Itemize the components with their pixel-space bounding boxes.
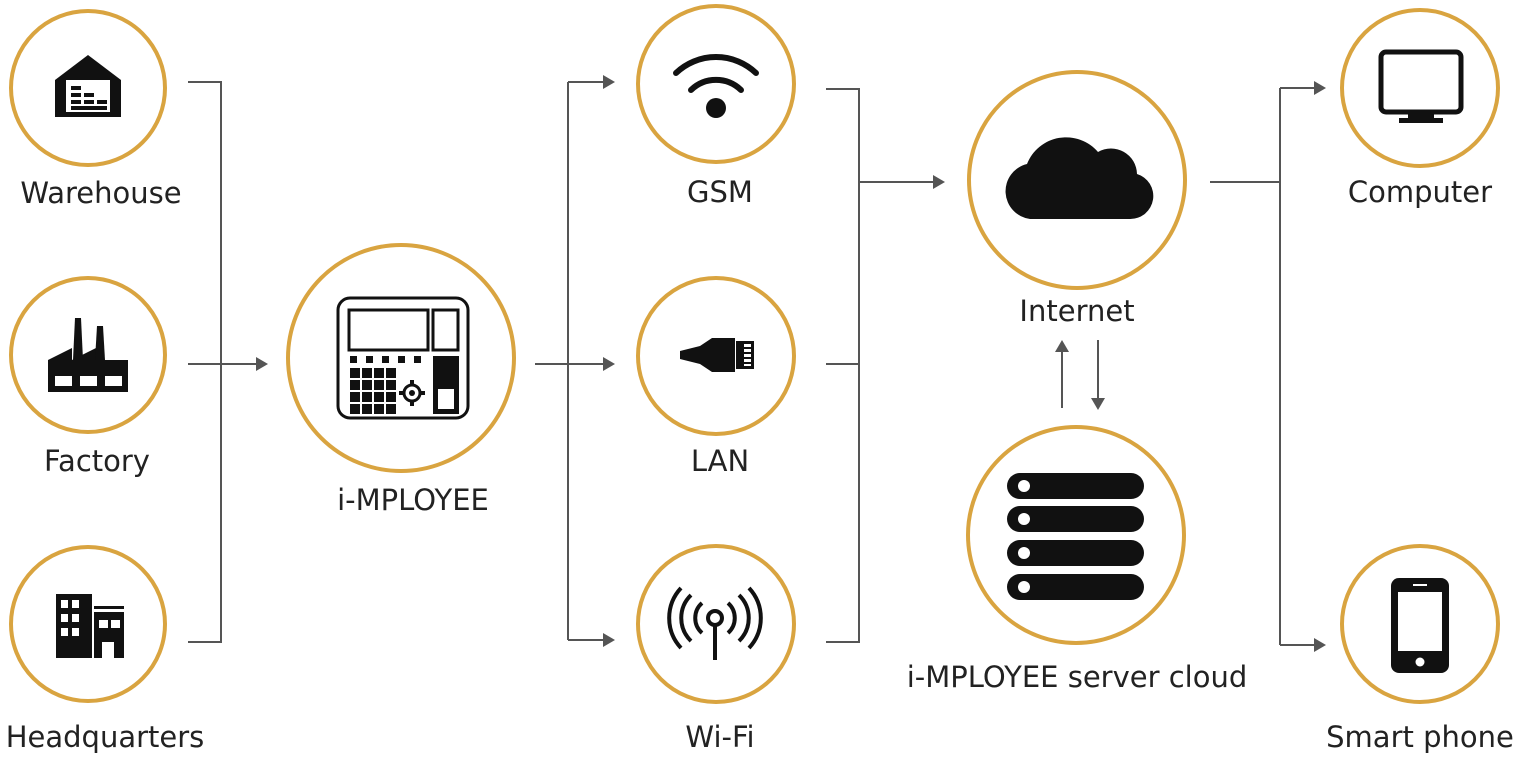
node-gsm: GSM	[636, 4, 796, 209]
connector-sites-bracket	[188, 81, 258, 643]
node-factory: Factory	[9, 276, 167, 478]
arrowhead-up-to-internet	[1055, 340, 1069, 352]
lan-label: LAN	[691, 444, 749, 478]
antenna-icon	[667, 586, 763, 660]
arrowhead-to-gsm	[603, 75, 615, 89]
node-phone: Smart phone	[1326, 544, 1514, 754]
ethernet-plug-icon	[680, 338, 754, 372]
server-stack-icon	[1007, 473, 1144, 600]
gsm-label: GSM	[687, 175, 753, 209]
factory-icon	[48, 318, 128, 392]
arrowhead-down-to-server	[1091, 398, 1105, 410]
node-device: i-MPLOYEE	[286, 243, 516, 517]
computer-ring	[1340, 8, 1500, 168]
arrowhead-to-computer	[1314, 81, 1326, 95]
factory-label: Factory	[44, 444, 150, 478]
node-warehouse: Warehouse	[9, 9, 182, 210]
gsm-ring	[636, 4, 796, 164]
warehouse-label: Warehouse	[20, 176, 181, 210]
office-building-icon	[56, 594, 124, 658]
arrowhead-to-lan	[603, 357, 615, 371]
arrowhead-to-internet	[933, 175, 945, 189]
internet-label: Internet	[1019, 294, 1134, 328]
server-ring	[966, 425, 1186, 645]
node-server: i-MPLOYEE server cloud	[907, 425, 1248, 694]
node-computer: Computer	[1340, 8, 1500, 209]
warehouse-icon	[55, 55, 121, 117]
wifi-label: Wi-Fi	[685, 720, 754, 754]
time-clock-terminal-icon	[336, 296, 470, 420]
connectors	[188, 75, 1326, 652]
connector-internet-to-clients	[1210, 87, 1314, 646]
arrowhead-to-phone	[1314, 638, 1326, 652]
connector-channels-to-internet	[826, 88, 934, 643]
smartphone-icon	[1391, 578, 1449, 673]
arrowhead-to-device	[256, 357, 268, 371]
server-label: i-MPLOYEE server cloud	[907, 660, 1248, 694]
computer-label: Computer	[1348, 175, 1492, 209]
cloud-icon	[1005, 137, 1154, 220]
phone-label: Smart phone	[1326, 720, 1514, 754]
connector-device-to-channels	[535, 81, 604, 641]
wifi-signal-icon	[673, 54, 759, 118]
monitor-icon	[1378, 49, 1464, 123]
node-lan: LAN	[636, 276, 796, 478]
node-wifi: Wi-Fi	[636, 544, 796, 754]
node-headquarters: Headquarters	[6, 545, 205, 754]
headquarters-label: Headquarters	[6, 720, 205, 754]
device-label: i-MPLOYEE	[337, 483, 489, 517]
arrowhead-to-wifi	[603, 633, 615, 647]
node-internet: Internet	[967, 70, 1187, 328]
